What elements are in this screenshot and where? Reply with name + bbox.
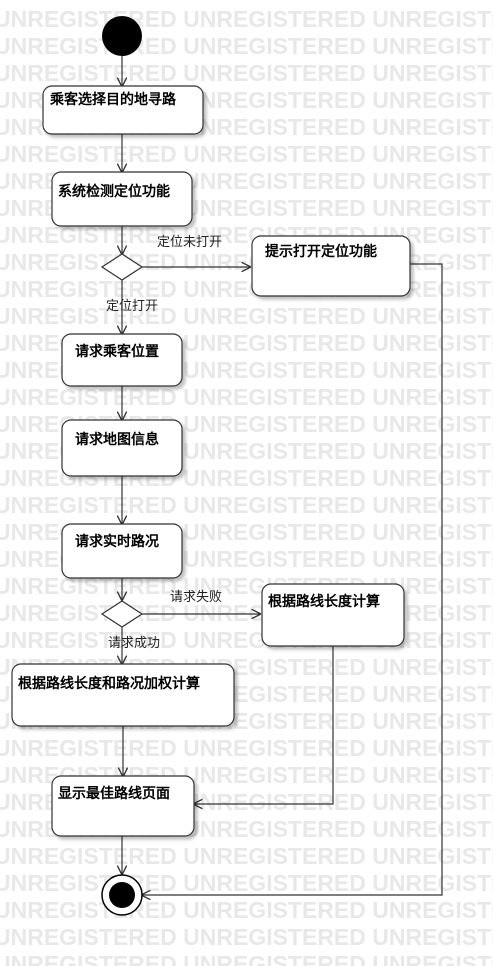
label-calc-length: 根据路线长度计算 xyxy=(268,593,380,610)
watermark-text-row: UNREGISTERED UNREGISTERED UNREGISTERED U… xyxy=(0,951,493,966)
activity-calc-length: 根据路线长度计算 xyxy=(261,583,405,647)
edge-prompt-to-end xyxy=(142,263,443,895)
label-show-best: 显示最佳路线页面 xyxy=(58,785,170,802)
decision-location-enabled xyxy=(100,253,144,281)
activity-select-destination: 乘客选择目的地寻路 xyxy=(42,85,204,135)
guard-location-off: 定位未打开 xyxy=(157,235,222,250)
activity-prompt-location: 提示打开定位功能 xyxy=(251,235,411,297)
activity-request-traffic: 请求实时路况 xyxy=(61,523,183,579)
label-calc-weighted: 根据路线长度和路况加权计算 xyxy=(18,675,200,692)
watermark-text-row: UNREGISTERED UNREGISTERED UNREGISTERED U… xyxy=(0,924,493,950)
activity-request-position: 请求乘客位置 xyxy=(61,333,183,387)
end-node xyxy=(101,874,143,916)
watermark-text-row: UNREGISTERED UNREGISTERED UNREGISTERED U… xyxy=(0,303,493,329)
watermark-text-row: UNREGISTERED UNREGISTERED UNREGISTERED U… xyxy=(0,384,493,410)
edge-calc-length-to-show xyxy=(194,646,334,804)
label-prompt-location: 提示打开定位功能 xyxy=(265,243,377,260)
activity-check-location: 系统检测定位功能 xyxy=(51,171,193,227)
label-request-map: 请求地图信息 xyxy=(75,431,159,448)
activity-calc-weighted: 根据路线长度和路况加权计算 xyxy=(11,663,235,727)
activity-request-map: 请求地图信息 xyxy=(61,419,183,477)
guard-request-success: 请求成功 xyxy=(108,636,160,651)
watermark-text-row: UNREGISTERED UNREGISTERED UNREGISTERED U… xyxy=(0,141,493,167)
label-select-destination: 乘客选择目的地寻路 xyxy=(49,91,177,108)
start-node xyxy=(102,16,142,56)
guard-location-on: 定位打开 xyxy=(106,299,158,314)
decision-request-result xyxy=(100,600,144,628)
guard-request-failed: 请求失败 xyxy=(170,590,222,605)
activity-show-best: 显示最佳路线页面 xyxy=(51,775,195,837)
watermark-text-row: UNREGISTERED UNREGISTERED UNREGISTERED U… xyxy=(0,843,493,869)
label-request-position: 请求乘客位置 xyxy=(75,343,159,360)
label-check-location: 系统检测定位功能 xyxy=(58,183,170,200)
label-request-traffic: 请求实时路况 xyxy=(75,533,159,550)
watermark-text-row: UNREGISTERED UNREGISTERED UNREGISTERED U… xyxy=(0,492,493,518)
